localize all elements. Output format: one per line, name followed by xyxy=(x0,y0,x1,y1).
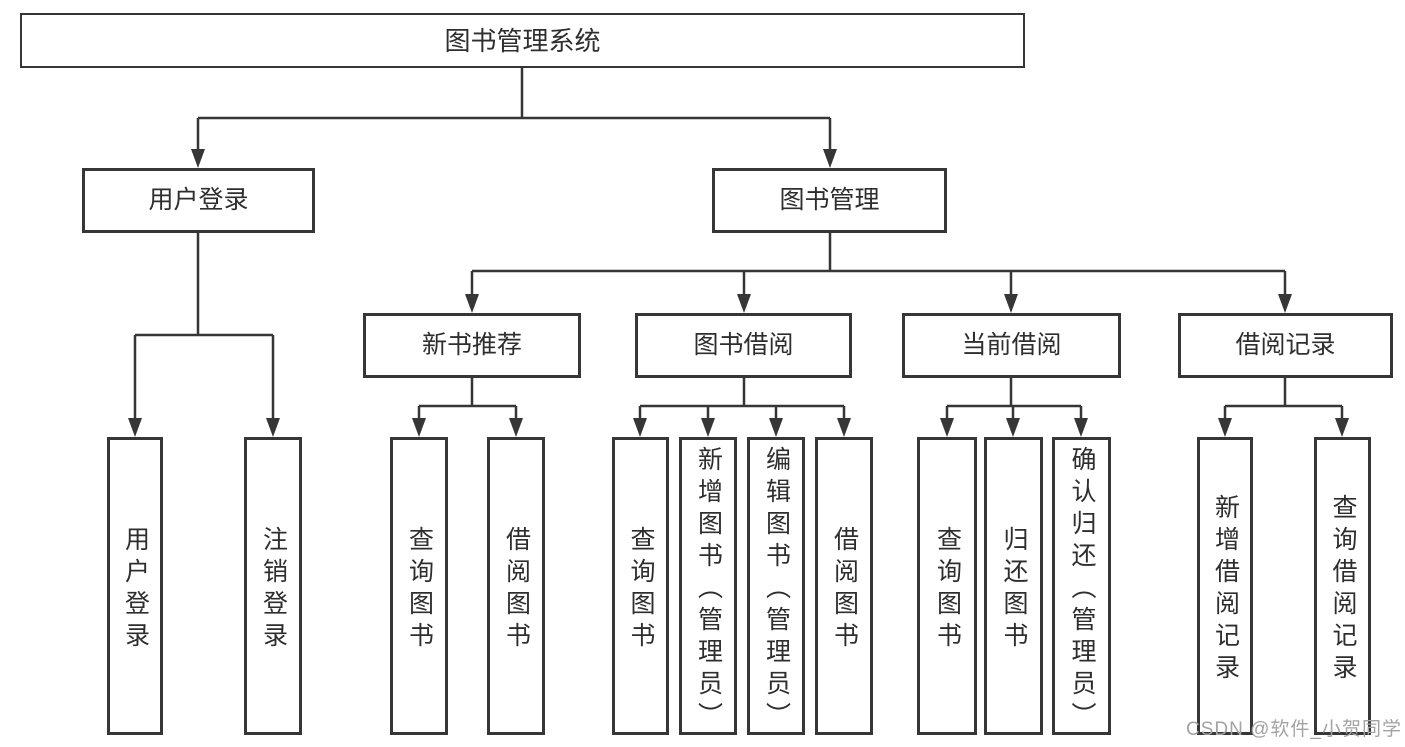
leaf-bb-query-books: 查询图书 xyxy=(612,437,669,735)
node-root-label: 图书管理系统 xyxy=(444,25,601,56)
leaf-cb-confirm-return-admin-label: 确认归还（管理员） xyxy=(1068,445,1096,734)
leaf-br-query-record-label: 查询借阅记录 xyxy=(1329,493,1357,686)
leaf-nbr-query-books: 查询图书 xyxy=(390,437,448,735)
node-new-book-recommend: 新书推荐 xyxy=(363,313,581,378)
node-book-borrow: 图书借阅 xyxy=(635,313,852,378)
leaf-nbr-query-books-label: 查询图书 xyxy=(405,525,434,654)
leaf-bb-edit-books-admin: 编辑图书（管理员） xyxy=(747,437,805,735)
leaf-cb-return-books-label: 归还图书 xyxy=(1000,525,1028,654)
node-current-borrow-label: 当前借阅 xyxy=(961,331,1062,359)
leaf-bb-borrow-books-label: 借阅图书 xyxy=(830,525,859,654)
node-user-login: 用户登录 xyxy=(82,168,315,233)
leaf-br-add-record: 新增借阅记录 xyxy=(1197,437,1253,735)
leaf-logout: 注销登录 xyxy=(244,437,302,735)
leaf-nbr-borrow-books: 借阅图书 xyxy=(487,437,545,735)
leaf-cb-return-books: 归还图书 xyxy=(984,437,1043,735)
csdn-watermark: CSDN @软件_小贺同学 xyxy=(1186,719,1402,740)
leaf-bb-edit-books-admin-label: 编辑图书（管理员） xyxy=(762,445,791,734)
node-root: 图书管理系统 xyxy=(20,13,1025,68)
leaf-logout-label: 注销登录 xyxy=(259,525,288,654)
leaf-bb-borrow-books: 借阅图书 xyxy=(815,437,873,735)
node-current-borrow: 当前借阅 xyxy=(902,313,1121,378)
node-new-book-recommend-label: 新书推荐 xyxy=(421,331,522,359)
node-borrow-records: 借阅记录 xyxy=(1178,313,1393,378)
leaf-br-add-record-label: 新增借阅记录 xyxy=(1211,493,1240,686)
leaf-user-login: 用户登录 xyxy=(107,437,163,735)
leaf-bb-add-books-admin: 新增图书（管理员） xyxy=(679,437,737,735)
leaf-cb-confirm-return-admin: 确认归还（管理员） xyxy=(1052,437,1111,735)
leaf-bb-add-books-admin-label: 新增图书（管理员） xyxy=(694,445,723,734)
leaf-user-login-label: 用户登录 xyxy=(121,525,150,654)
leaf-cb-query-books: 查询图书 xyxy=(917,437,977,735)
node-book-management-label: 图书管理 xyxy=(779,186,880,214)
node-user-login-label: 用户登录 xyxy=(148,186,249,214)
leaf-nbr-borrow-books-label: 借阅图书 xyxy=(502,525,531,654)
leaf-br-query-record: 查询借阅记录 xyxy=(1314,437,1371,735)
leaf-cb-query-books-label: 查询图书 xyxy=(933,525,962,654)
node-borrow-records-label: 借阅记录 xyxy=(1235,331,1336,359)
node-book-borrow-label: 图书借阅 xyxy=(693,331,794,359)
leaf-bb-query-books-label: 查询图书 xyxy=(627,525,655,654)
node-book-management: 图书管理 xyxy=(712,168,947,233)
